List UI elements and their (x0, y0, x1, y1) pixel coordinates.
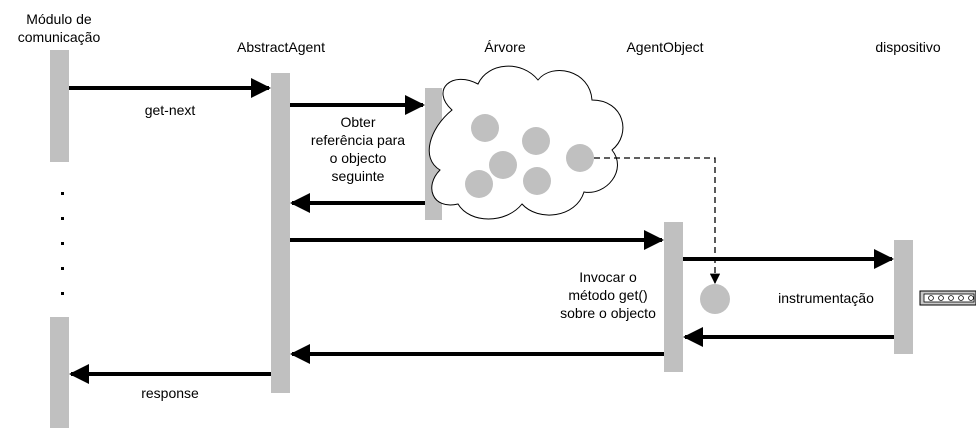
agent-object-lifeline (664, 222, 683, 372)
agent-object-label: AgentObject (626, 39, 704, 55)
tree-node (465, 170, 493, 198)
object-node (700, 284, 730, 314)
object-reference-dashed-line (594, 157, 721, 285)
instrumentacao-label: instrumentação (778, 290, 874, 306)
modulo-label: Módulo de comunicação (17, 11, 101, 45)
dispositivo-lifeline (894, 240, 913, 354)
tree-node (471, 114, 499, 142)
abstract-agent-lifeline (271, 73, 290, 393)
obter-label: Obter referência para o objecto seguinte (310, 114, 406, 184)
response-label: response (141, 385, 199, 401)
get-next-label: get-next (144, 102, 196, 118)
tree-node (523, 167, 551, 195)
modulo-lifeline-bottom (50, 317, 69, 428)
tree-node (522, 127, 550, 155)
modulo-lifeline-top (50, 50, 69, 162)
tree-nodes (465, 114, 594, 198)
dispositivo-label: dispositivo (875, 39, 941, 55)
tree-node (566, 144, 594, 172)
device-icon (919, 290, 976, 306)
arvore-label: Árvore (484, 39, 526, 55)
continuation-dots (61, 192, 64, 295)
invocar-label: Invocar o método get() sobre o objecto (560, 269, 656, 321)
abstract-agent-label: AbstractAgent (237, 39, 325, 55)
tree-node (489, 151, 517, 179)
